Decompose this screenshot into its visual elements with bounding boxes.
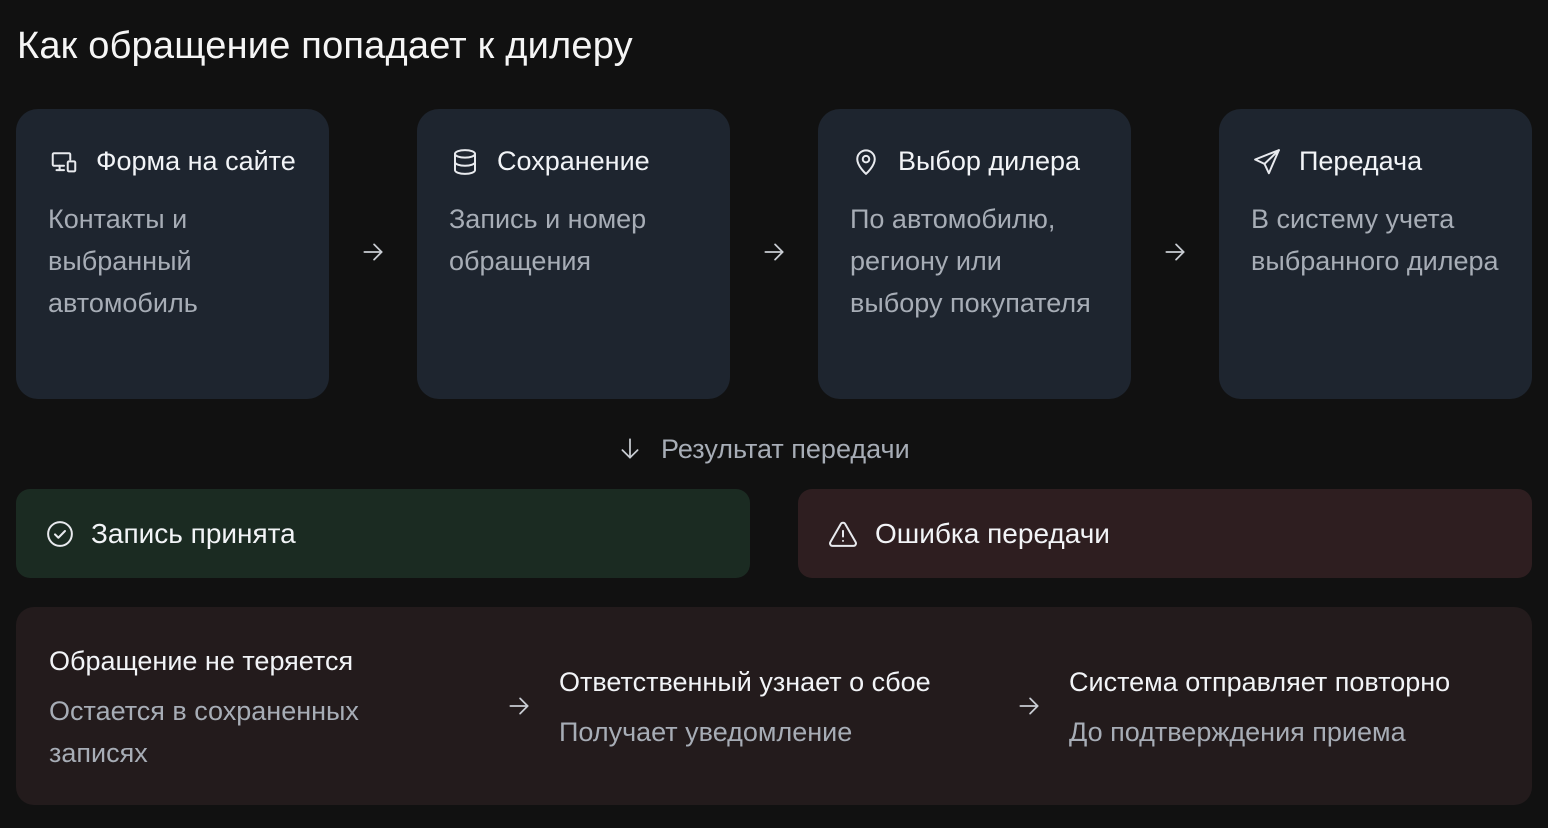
devices-icon <box>48 146 80 178</box>
arrow-right-icon <box>759 237 789 267</box>
step-card-form: Форма на сайте Контакты и выбранный авто… <box>16 109 329 399</box>
fallback-step-title: Обращение не теряется <box>49 646 354 676</box>
step-description: Контакты и выбранный автомобиль <box>48 204 198 318</box>
step-title: Форма на сайте <box>96 146 296 176</box>
outcome-success-label: Запись принята <box>91 517 296 549</box>
step-description: Запись и номер обращения <box>449 204 647 276</box>
arrow-right-icon <box>504 691 534 721</box>
step-title: Сохранение <box>497 146 650 176</box>
fallback-panel: Обращение не теряется Остается в сохране… <box>16 607 1532 805</box>
database-icon <box>449 146 481 178</box>
outcome-error: Ошибка передачи <box>798 489 1532 578</box>
outcome-success: Запись принята <box>16 489 750 578</box>
arrow-right-icon <box>1014 691 1044 721</box>
arrow-down-icon <box>617 436 643 462</box>
step-card-save: Сохранение Запись и номер обращения <box>417 109 730 399</box>
step-card-transfer: Передача В систему учета выбранного диле… <box>1219 109 1532 399</box>
steps-row: Форма на сайте Контакты и выбранный авто… <box>16 109 1532 399</box>
fallback-step-description: Остается в сохраненных записях <box>49 696 359 768</box>
fallback-step-retry: Система отправляет повторно До подтвержд… <box>1069 661 1514 753</box>
step-card-dealer: Выбор дилера По автомобилю, региону или … <box>818 109 1131 399</box>
step-description: В систему учета выбранного дилера <box>1251 204 1499 276</box>
step-title: Передача <box>1299 146 1423 176</box>
check-circle-icon <box>45 519 75 549</box>
fallback-step-title: Система отправляет повторно <box>1069 667 1451 697</box>
step-description: По автомобилю, региону или выбору покупа… <box>850 204 1091 318</box>
arrow-right-icon <box>358 237 388 267</box>
result-label: Результат передачи <box>617 428 910 470</box>
send-icon <box>1251 146 1283 178</box>
fallback-step-description: Получает уведомление <box>559 717 853 747</box>
warning-triangle-icon <box>827 519 859 549</box>
fallback-step-title: Ответственный узнает о сбое <box>559 667 931 697</box>
fallback-step-not-lost: Обращение не теряется Остается в сохране… <box>49 640 429 774</box>
fallback-step-description: До подтверждения приема <box>1069 717 1406 747</box>
page-title: Как обращение попадает к дилеру <box>17 25 633 67</box>
fallback-step-notify: Ответственный узнает о сбое Получает уве… <box>559 661 999 753</box>
map-pin-icon <box>850 146 882 178</box>
step-title: Выбор дилера <box>898 146 1081 176</box>
outcome-error-label: Ошибка передачи <box>875 517 1110 549</box>
arrow-right-icon <box>1160 237 1190 267</box>
result-label-text: Результат передачи <box>661 433 910 464</box>
